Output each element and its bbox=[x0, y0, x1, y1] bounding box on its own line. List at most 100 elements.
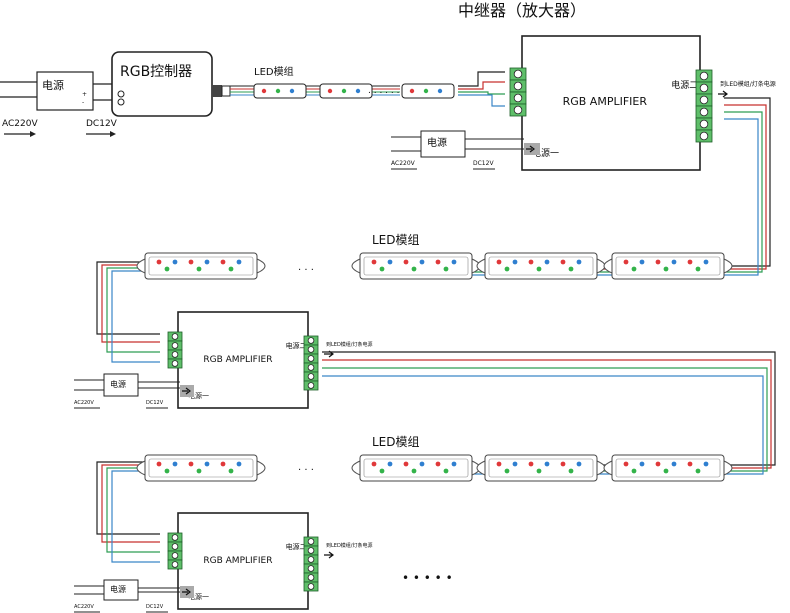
led-dot bbox=[568, 468, 574, 474]
terminal-screw bbox=[171, 543, 179, 550]
led-module bbox=[476, 252, 606, 280]
led-dot bbox=[451, 259, 457, 265]
led-dot bbox=[687, 461, 693, 467]
terminal-screw bbox=[307, 547, 315, 554]
row2-led-module-label: LED模组 bbox=[372, 435, 420, 449]
terminal-screw bbox=[307, 373, 315, 380]
terminal-screw bbox=[307, 346, 315, 353]
led-dot bbox=[451, 461, 457, 467]
led-dot bbox=[443, 266, 449, 272]
led-dot bbox=[536, 468, 542, 474]
led-dot bbox=[164, 468, 170, 474]
psu-dc-label: DC12V bbox=[146, 604, 164, 610]
led-dot bbox=[275, 88, 281, 94]
led-dot bbox=[188, 461, 194, 467]
led-module bbox=[319, 83, 373, 99]
led-dot bbox=[560, 259, 566, 265]
amplifier-body bbox=[521, 35, 701, 171]
psu-box bbox=[103, 579, 139, 601]
led-module bbox=[401, 83, 455, 99]
led-dot bbox=[544, 259, 550, 265]
terminal-screw bbox=[513, 81, 523, 91]
psu-ac-label: AC220V bbox=[74, 400, 94, 406]
terminal-screw bbox=[699, 83, 709, 93]
power-to-controller-wires bbox=[93, 83, 112, 101]
led-dot bbox=[403, 259, 409, 265]
led-module bbox=[351, 454, 481, 482]
svg-text:+: + bbox=[82, 91, 87, 98]
power-one-label: 电源一 bbox=[188, 592, 209, 601]
arrow-icon bbox=[182, 387, 191, 395]
led-dot bbox=[655, 259, 661, 265]
led-dot bbox=[639, 461, 645, 467]
led-module-body bbox=[359, 252, 473, 280]
amplifier-label: RGB AMPLIFIER bbox=[563, 95, 648, 108]
led-dot bbox=[387, 461, 393, 467]
amp2-output-wires bbox=[322, 351, 776, 475]
led-module-tab bbox=[723, 258, 733, 274]
led-module-tab bbox=[351, 460, 361, 476]
led-module-inner bbox=[148, 256, 254, 276]
led-dot bbox=[655, 461, 661, 467]
terminal-screw bbox=[699, 95, 709, 105]
psu-ac-label: AC220V bbox=[391, 160, 416, 167]
led-module-body bbox=[144, 454, 258, 482]
row1-dots: . . . bbox=[298, 262, 314, 273]
led-dot bbox=[536, 266, 542, 272]
row1-led-modules bbox=[136, 252, 733, 280]
led-module-tab bbox=[603, 258, 613, 274]
led-dot bbox=[512, 461, 518, 467]
led-dot bbox=[156, 259, 162, 265]
led-module-body bbox=[144, 252, 258, 280]
led-dot bbox=[172, 259, 178, 265]
to-led-note: 到LED模组/灯条电源 bbox=[326, 341, 372, 348]
top-to-amplifier-wires bbox=[458, 71, 505, 107]
led-dot bbox=[443, 468, 449, 474]
led-module-tab bbox=[476, 460, 486, 476]
led-dot bbox=[164, 266, 170, 272]
led-module bbox=[136, 252, 266, 280]
terminal-screw bbox=[699, 119, 709, 129]
led-dot bbox=[671, 259, 677, 265]
led-dot bbox=[496, 259, 502, 265]
led-dot bbox=[631, 266, 637, 272]
led-dot bbox=[528, 259, 534, 265]
led-module bbox=[253, 83, 307, 99]
led-dot bbox=[437, 88, 443, 94]
led-dot bbox=[687, 259, 693, 265]
amplifier-label: RGB AMPLIFIER bbox=[203, 355, 272, 365]
led-dot bbox=[204, 259, 210, 265]
terminal-screw bbox=[307, 574, 315, 581]
power-supply-label: 电源 bbox=[42, 78, 64, 92]
to-led-note: 到LED模组/灯条电源 bbox=[326, 542, 372, 549]
led-dot bbox=[411, 266, 417, 272]
arrow-icon bbox=[718, 90, 728, 98]
led-dot bbox=[544, 461, 550, 467]
led-dot bbox=[663, 266, 669, 272]
led-module-inner bbox=[363, 458, 469, 478]
dc-input-label: DC12V bbox=[86, 119, 118, 129]
led-dot bbox=[327, 88, 333, 94]
terminal-screw bbox=[171, 552, 179, 559]
led-dot bbox=[496, 461, 502, 467]
led-dot bbox=[411, 468, 417, 474]
terminal-screw bbox=[307, 355, 315, 362]
led-module-inner bbox=[615, 256, 721, 276]
led-dot bbox=[403, 461, 409, 467]
row2-dots: . . . bbox=[298, 462, 314, 473]
led-dot bbox=[379, 468, 385, 474]
terminal-screw bbox=[699, 131, 709, 141]
power-two-label: 电源二 bbox=[671, 79, 698, 91]
led-dot bbox=[623, 461, 629, 467]
led-dot bbox=[639, 259, 645, 265]
terminal-screw bbox=[307, 337, 315, 344]
led-module bbox=[603, 454, 733, 482]
led-dot bbox=[568, 266, 574, 272]
arrow-icon bbox=[182, 588, 191, 596]
psu-dc-label: DC12V bbox=[146, 400, 164, 406]
led-module-inner bbox=[488, 256, 594, 276]
rgb-controller-label: RGB控制器 bbox=[120, 64, 192, 80]
led-dot bbox=[560, 461, 566, 467]
led-module-body bbox=[484, 454, 598, 482]
